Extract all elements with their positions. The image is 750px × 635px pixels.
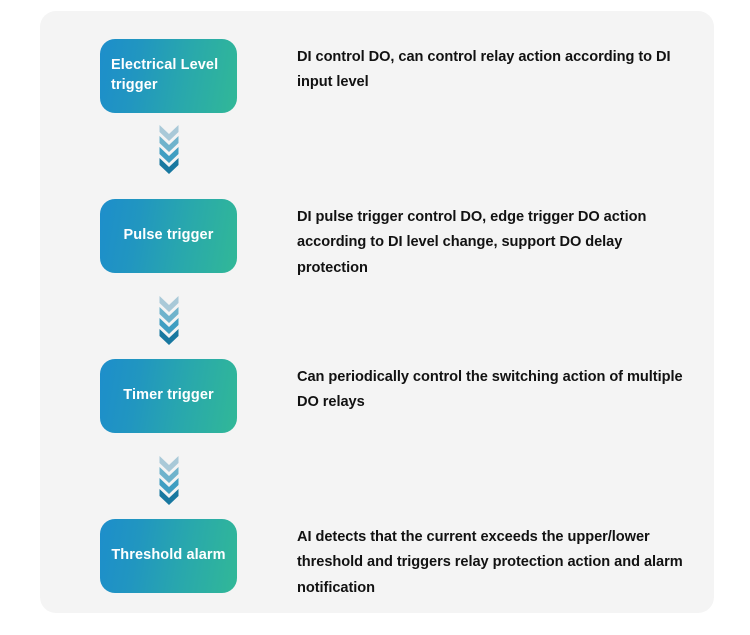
pill-cell: Timer trigger xyxy=(40,359,297,433)
flow-connector-2 xyxy=(40,294,297,346)
pill-cell: Electrical Level trigger xyxy=(40,39,297,113)
double-chevron-down-icon xyxy=(158,294,180,346)
flow-connector-1 xyxy=(40,123,297,175)
description-cell: DI pulse trigger control DO, edge trigge… xyxy=(297,199,714,281)
double-chevron-down-icon xyxy=(158,454,180,506)
description-cell: DI control DO, can control relay action … xyxy=(297,39,714,96)
double-chevron-down-icon xyxy=(158,123,180,175)
step-pill-electrical-level-trigger[interactable]: Electrical Level trigger xyxy=(100,39,237,113)
step-description: DI pulse trigger control DO, edge trigge… xyxy=(297,209,647,276)
flow-step-threshold-alarm: Threshold alarm AI detects that the curr… xyxy=(40,519,714,601)
flow-step-pulse-trigger: Pulse trigger DI pulse trigger control D… xyxy=(40,199,714,281)
flow-step-electrical-level-trigger: Electrical Level trigger DI control DO, … xyxy=(40,39,714,113)
flow-panel: Electrical Level trigger DI control DO, … xyxy=(40,11,714,613)
step-description: Can periodically control the switching a… xyxy=(297,369,683,411)
step-pill-label: Timer trigger xyxy=(123,387,214,404)
pill-cell: Pulse trigger xyxy=(40,199,297,273)
step-pill-pulse-trigger[interactable]: Pulse trigger xyxy=(100,199,237,273)
pill-cell: Threshold alarm xyxy=(40,519,297,593)
step-pill-threshold-alarm[interactable]: Threshold alarm xyxy=(100,519,237,593)
step-pill-label: Threshold alarm xyxy=(111,547,226,564)
flow-connector-3 xyxy=(40,454,297,506)
step-pill-timer-trigger[interactable]: Timer trigger xyxy=(100,359,237,433)
description-cell: Can periodically control the switching a… xyxy=(297,359,714,416)
step-pill-label: Electrical Level trigger xyxy=(111,57,219,93)
step-description: DI control DO, can control relay action … xyxy=(297,49,671,91)
step-description: AI detects that the current exceeds the … xyxy=(297,529,683,596)
flow-steps-container: Electrical Level trigger DI control DO, … xyxy=(40,11,714,613)
description-cell: AI detects that the current exceeds the … xyxy=(297,519,714,601)
flow-step-timer-trigger: Timer trigger Can periodically control t… xyxy=(40,359,714,433)
step-pill-label: Pulse trigger xyxy=(123,227,214,244)
